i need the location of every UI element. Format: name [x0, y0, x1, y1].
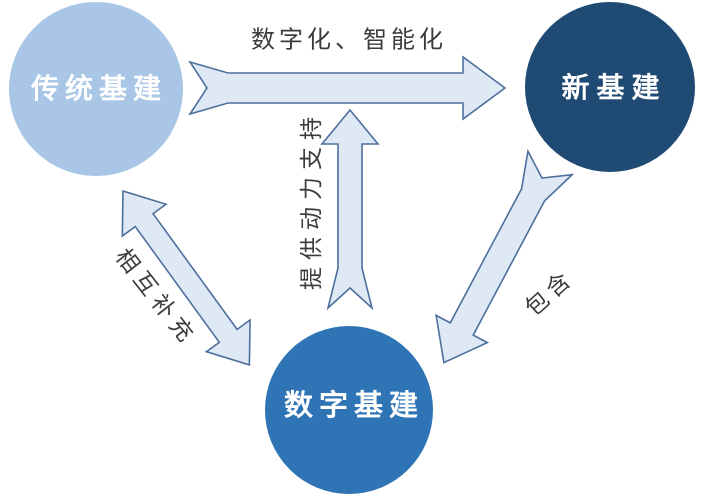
edge-digitalization-label: 数字化、智能化	[251, 27, 447, 54]
node-new-infra-label: 新基建	[561, 72, 667, 103]
arrow-digitalization	[188, 55, 507, 121]
arrow-power-support	[320, 108, 380, 311]
edge-power-support-label: 提供动力支持	[299, 110, 324, 290]
node-traditional-circle	[9, 2, 183, 176]
arrow-contains	[435, 148, 575, 364]
node-traditional-label: 传统基建	[30, 73, 168, 104]
node-digital-label: 数字基建	[283, 390, 425, 422]
node-digital-circle	[265, 326, 433, 494]
arrow-mutual-complement	[121, 189, 251, 367]
node-new-infra-circle	[525, 2, 695, 172]
